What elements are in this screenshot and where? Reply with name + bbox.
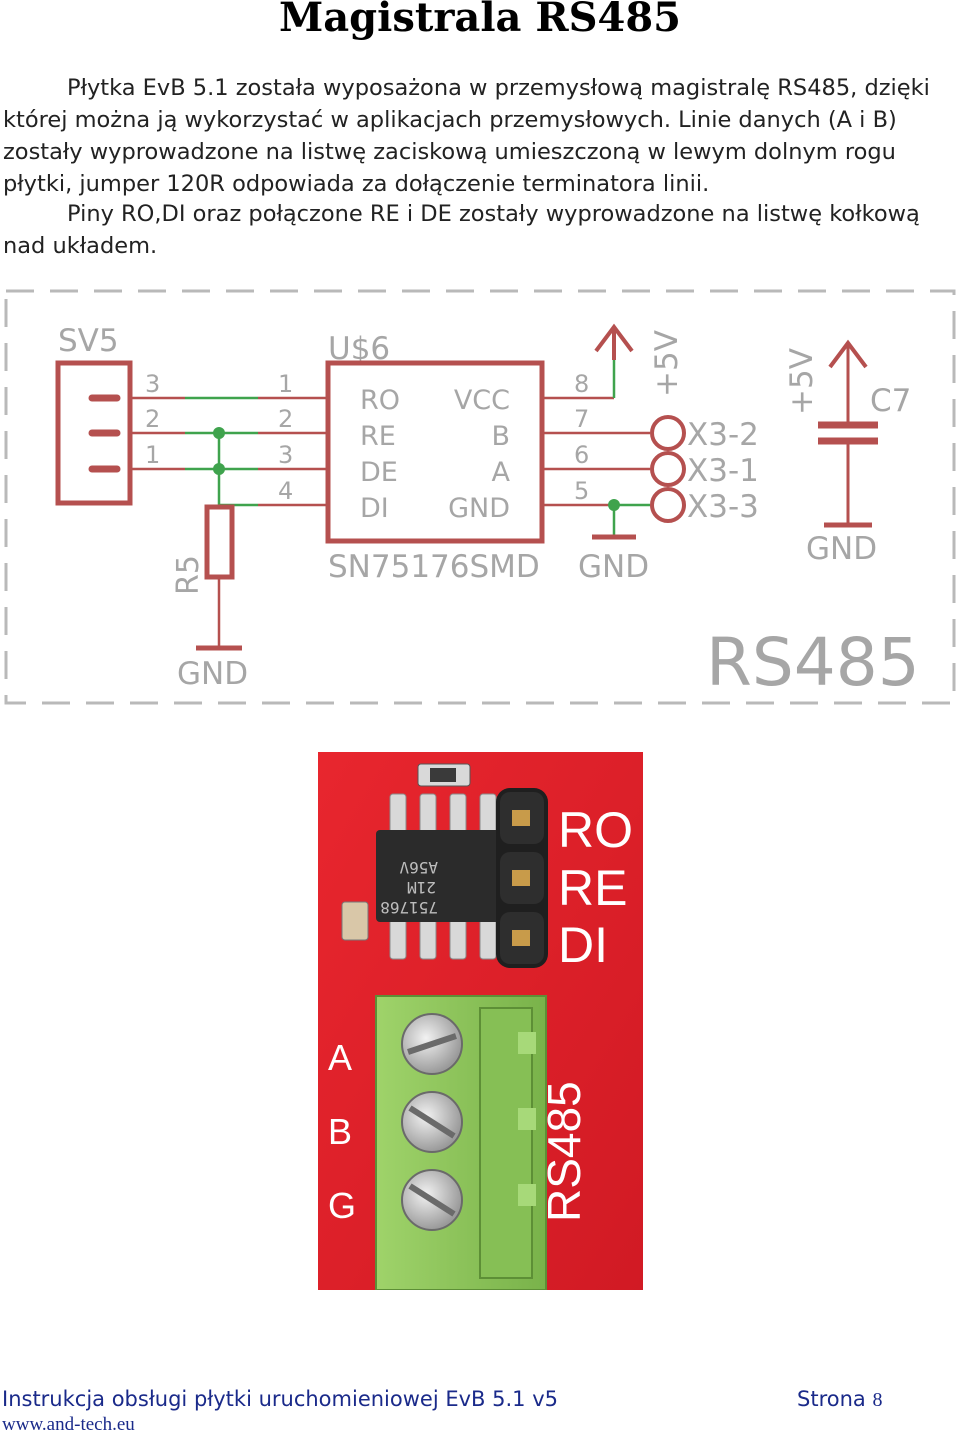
chip-sn75176 [376,830,510,922]
gnd-label-left: GND [177,656,248,692]
ic-part: SN75176SMD [328,549,540,585]
ic-pin-num-5: 5 [574,477,589,505]
footer-page-number: 8 [872,1389,883,1411]
terminal-x3-2 [650,415,686,451]
rs485-schematic: SV5 3 2 1 1 2 3 4 R5 GND U$6 RO RE DE DI… [4,289,956,705]
chip-marking-3: A56V [399,858,438,877]
ic-pin-num-4: 4 [278,477,293,505]
supply-label-cap: +5V [784,348,820,415]
footer-document-title: Instrukcja obsługi płytki uruchomieniowe… [2,1387,558,1411]
schematic-frame [4,289,956,705]
connector-pin-label-2: 2 [145,405,160,433]
terminal-x3-1 [650,451,686,487]
paragraph-pins: Piny RO,DI oraz połączone RE i DE został… [3,198,957,262]
silk-re: RE [558,860,627,916]
terminal-label-x3-1: X3-1 [687,453,759,489]
ic-pin-name-de: DE [360,457,398,488]
ic-pin-name-di: DI [360,493,389,524]
ic-pin-num-8: 8 [574,370,589,398]
resistor-label: R5 [171,555,206,595]
silk-terminal-a: A [328,1037,352,1078]
ic-pin-name-ro: RO [360,385,400,416]
connector-pin-label-3: 3 [145,370,160,398]
pcb-photo: 751768 21M A56V RO RE DI A B G RS485 [318,752,643,1290]
paragraph-1-text: Płytka EvB 5.1 została wyposażona w prze… [3,75,930,197]
chip-marking-2: 21M [407,878,436,897]
footer-page: Strona 8 [797,1386,882,1413]
footer-page-label: Strona [797,1387,866,1411]
terminal-label-x3-3: X3-3 [687,489,759,525]
junction-de [213,463,225,475]
capacitor-label: C7 [870,383,911,419]
gnd-label-ic: GND [578,549,649,585]
terminal-label-x3-2: X3-2 [687,417,759,453]
footer-url[interactable]: www.and-tech.eu [2,1414,135,1435]
page-title: Magistrala RS485 [278,0,681,41]
gnd-label-cap: GND [806,531,877,567]
resistor-r5 [204,504,235,580]
silk-rs485: RS485 [538,1081,590,1222]
frame-label: RS485 [706,624,920,701]
ic-body [325,360,545,544]
paragraph-description: Płytka EvB 5.1 została wyposażona w prze… [3,72,957,200]
ic-pin-num-2: 2 [278,405,293,433]
chip-marking-1: 751768 [380,898,438,917]
ic-pin-num-1: 1 [278,370,293,398]
silk-di: DI [558,917,608,973]
ic-pin-name-b: B [491,421,510,452]
ic-pin-name-vcc: VCC [454,385,510,416]
connector-pin-label-1: 1 [145,441,160,469]
silk-terminal-b: B [328,1111,352,1152]
paragraph-2-text: Piny RO,DI oraz połączone RE i DE został… [3,201,920,259]
terminal-x3-3 [650,487,686,523]
ic-pin-num-7: 7 [574,405,589,433]
ic-pin-num-3: 3 [278,441,293,469]
supply-label-ic: +5V [649,330,685,397]
ic-pin-num-6: 6 [574,441,589,469]
ic-pin-name-a: A [492,457,511,488]
silk-ro: RO [558,802,633,858]
ic-pin-name-re: RE [360,421,396,452]
silk-terminal-g: G [328,1185,356,1226]
junction-re [213,427,225,439]
connector-name: SV5 [58,323,119,359]
ic-pin-name-gnd: GND [448,493,510,524]
